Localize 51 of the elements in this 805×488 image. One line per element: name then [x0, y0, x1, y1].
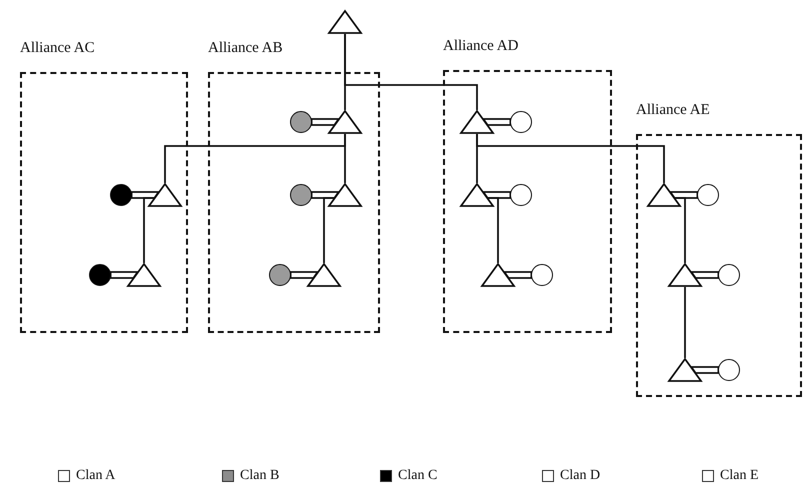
male-triangle [460, 110, 494, 134]
female-circle [718, 264, 740, 286]
legend-label: Clan B [240, 468, 280, 484]
marriage-sign [668, 191, 698, 199]
descent-line [684, 287, 686, 358]
male-triangle [668, 358, 702, 382]
marriage-sign [290, 271, 320, 279]
group-title: Alliance AE [636, 102, 710, 119]
group-title: Alliance AB [208, 40, 283, 57]
descent-line [476, 134, 665, 183]
female-circle [510, 111, 532, 133]
descent-line [344, 34, 478, 110]
female-circle [697, 184, 719, 206]
male-triangle [481, 263, 515, 287]
male-triangle [307, 263, 341, 287]
legend-label: Clan A [76, 468, 116, 484]
marriage-sign [130, 191, 160, 199]
marriage-sign [482, 118, 512, 126]
descent-line [143, 197, 154, 263]
female-circle [531, 264, 553, 286]
descent-line [674, 197, 686, 263]
male-triangle [460, 183, 494, 207]
male-triangle [328, 110, 362, 134]
group-title: Alliance AC [20, 40, 95, 57]
legend-label: Clan E [720, 468, 758, 484]
marriage-sign [310, 191, 340, 199]
male-triangle [148, 183, 182, 207]
marriage-sign [690, 271, 720, 279]
male-triangle [328, 183, 362, 207]
male-triangle [647, 183, 681, 207]
male-triangle [127, 263, 161, 287]
group-title: Alliance AD [443, 38, 518, 55]
descent-line [488, 197, 499, 263]
female-circle [110, 184, 132, 206]
marriage-sign [502, 271, 532, 279]
marriage-sign [310, 118, 340, 126]
female-circle [269, 264, 291, 286]
female-circle [718, 359, 740, 381]
female-circle [290, 184, 312, 206]
descent-line [323, 197, 334, 263]
descent-line [164, 134, 346, 183]
male-triangle [328, 10, 362, 34]
marriage-sign [690, 366, 720, 374]
marriage-sign [110, 271, 140, 279]
male-triangle [668, 263, 702, 287]
marriage-sign [482, 191, 512, 199]
female-circle [89, 264, 111, 286]
female-circle [290, 111, 312, 133]
legend-label: Clan D [560, 468, 600, 484]
legend-label: Clan C [398, 468, 438, 484]
female-circle [510, 184, 532, 206]
